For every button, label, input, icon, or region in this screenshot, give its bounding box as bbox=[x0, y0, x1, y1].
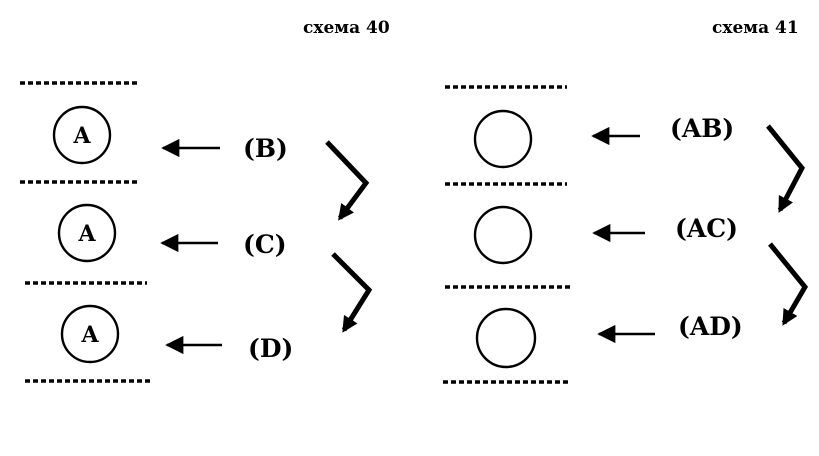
species-label: (AD) bbox=[678, 312, 743, 341]
scheme-40: схема 40 A A A (B) (C) (D) bbox=[20, 18, 390, 383]
atom-label: A bbox=[72, 123, 91, 149]
chevron-arrow-icon bbox=[766, 124, 805, 213]
species-label: (B) bbox=[243, 134, 288, 163]
empty-site-circle bbox=[475, 307, 537, 369]
species-label: (AC) bbox=[675, 214, 738, 243]
adsorbed-atom-3: A bbox=[60, 304, 120, 364]
empty-site-2 bbox=[473, 205, 533, 265]
empty-site-1 bbox=[473, 109, 533, 169]
atom-circle bbox=[57, 203, 117, 263]
atom-label: A bbox=[77, 221, 96, 247]
chevron-arrow-icon bbox=[331, 252, 373, 333]
adsorbed-atom-1: A bbox=[52, 105, 112, 165]
chevron-arrow-icon bbox=[325, 140, 370, 221]
empty-site-circle bbox=[473, 109, 533, 169]
species-label: (C) bbox=[243, 230, 287, 259]
chevron-arrow-icon bbox=[768, 242, 809, 326]
scheme-40-title: схема 40 bbox=[303, 18, 390, 38]
adsorbed-atom-2: A bbox=[57, 203, 117, 263]
scheme-41: схема 41 (AB) (AC) (AD) bbox=[443, 18, 809, 384]
species-label: (D) bbox=[248, 334, 293, 363]
atom-circle bbox=[60, 304, 120, 364]
atom-label: A bbox=[80, 322, 99, 348]
species-label: (AB) bbox=[670, 114, 734, 143]
empty-site-3 bbox=[475, 307, 537, 369]
empty-site-circle bbox=[473, 205, 533, 265]
scheme-41-title: схема 41 bbox=[712, 18, 799, 38]
atom-circle bbox=[52, 105, 112, 165]
